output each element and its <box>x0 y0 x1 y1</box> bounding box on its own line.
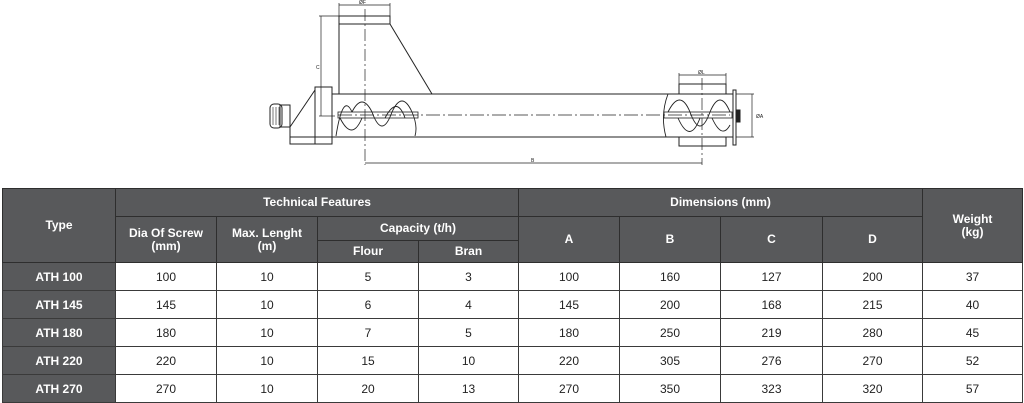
max-length-label: Max. Lenght <box>231 225 302 240</box>
cell-d: 280 <box>822 318 924 347</box>
header-weight: Weight(kg) <box>922 188 1024 263</box>
header-flour: Flour <box>317 240 419 263</box>
cell-flour: 6 <box>317 290 419 319</box>
header-bran: Bran <box>417 240 520 263</box>
cell-b: 200 <box>619 290 722 319</box>
cell-flour: 5 <box>317 262 419 291</box>
cell-weight: 57 <box>922 374 1024 403</box>
cell-dia-of-screw: 270 <box>115 374 217 403</box>
header-technical-features: Technical Features <box>114 188 520 217</box>
cell-dia-of-screw: 180 <box>115 318 217 347</box>
centerlines <box>364 9 703 165</box>
header-d: D <box>822 216 924 263</box>
cell-dia-of-screw: 100 <box>115 262 217 291</box>
cell-c: 276 <box>720 346 824 375</box>
cell-dia-of-screw: 220 <box>115 346 217 375</box>
cell-b: 305 <box>619 346 722 375</box>
dimension-lines <box>319 3 754 164</box>
cell-a: 180 <box>518 318 621 347</box>
cell-flour: 20 <box>317 374 419 403</box>
cell-c: 219 <box>720 318 824 347</box>
cell-c: 127 <box>720 262 824 291</box>
cell-type: ATH 220 <box>2 346 116 375</box>
cell-b: 160 <box>619 262 722 291</box>
cell-bran: 3 <box>417 262 520 291</box>
header-b: B <box>619 216 722 263</box>
cell-max-length: 10 <box>216 346 318 375</box>
cell-type: ATH 270 <box>2 374 116 403</box>
dia-unit: (mm) <box>151 238 181 253</box>
header-dia-of-screw: Dia Of Screw(mm) <box>115 216 217 263</box>
cell-type: ATH 145 <box>2 290 116 319</box>
header-type: Type <box>2 188 116 263</box>
cell-weight: 37 <box>922 262 1024 291</box>
conveyor-tube <box>332 93 733 138</box>
dim-label-l: ØL <box>698 70 705 76</box>
screw-conveyor-drawing: ØF C ØL B ØA <box>269 0 764 165</box>
cell-c: 323 <box>720 374 824 403</box>
cell-flour: 15 <box>317 346 419 375</box>
header-max-length: Max. Lenght(m) <box>216 216 318 263</box>
cell-b: 250 <box>619 318 722 347</box>
cell-d: 270 <box>822 346 924 375</box>
cell-weight: 45 <box>922 318 1024 347</box>
cell-d: 320 <box>822 374 924 403</box>
cell-a: 270 <box>518 374 621 403</box>
cell-max-length: 10 <box>216 290 318 319</box>
dia-label: Dia Of Screw <box>128 225 204 240</box>
cell-d: 215 <box>822 290 924 319</box>
header-c: C <box>720 216 824 263</box>
cell-flour: 7 <box>317 318 419 347</box>
header-dimensions: Dimensions (mm) <box>518 188 924 217</box>
cell-type: ATH 100 <box>2 262 116 291</box>
cell-a: 100 <box>518 262 621 291</box>
dim-label-b: B <box>531 158 535 164</box>
cell-a: 145 <box>518 290 621 319</box>
screw-flights <box>335 93 731 138</box>
cell-max-length: 10 <box>216 374 318 403</box>
drive-unit <box>269 86 333 145</box>
weight-label: Weight <box>952 211 993 226</box>
cell-bran: 5 <box>417 318 520 347</box>
max-length-unit: (m) <box>257 238 277 253</box>
weight-unit: (kg) <box>961 224 984 239</box>
cell-b: 350 <box>619 374 722 403</box>
cell-max-length: 10 <box>216 262 318 291</box>
cell-weight: 40 <box>922 290 1024 319</box>
cell-weight: 52 <box>922 346 1024 375</box>
cell-d: 200 <box>822 262 924 291</box>
dim-label-c: C <box>316 65 320 71</box>
inlet-hopper <box>338 15 433 95</box>
cell-type: ATH 180 <box>2 318 116 347</box>
cell-bran: 4 <box>417 290 520 319</box>
cell-dia-of-screw: 145 <box>115 290 217 319</box>
header-capacity: Capacity (t/h) <box>316 216 520 241</box>
cell-bran: 10 <box>417 346 520 375</box>
cell-max-length: 10 <box>216 318 318 347</box>
dim-label-a: ØA <box>756 114 764 120</box>
dim-label-f: ØF <box>359 0 366 6</box>
header-a: A <box>518 216 621 263</box>
outlet <box>678 83 741 147</box>
cell-bran: 13 <box>417 374 520 403</box>
cell-c: 168 <box>720 290 824 319</box>
cell-a: 220 <box>518 346 621 375</box>
specifications-table: Type Technical Features Dimensions (mm) … <box>2 188 1024 403</box>
